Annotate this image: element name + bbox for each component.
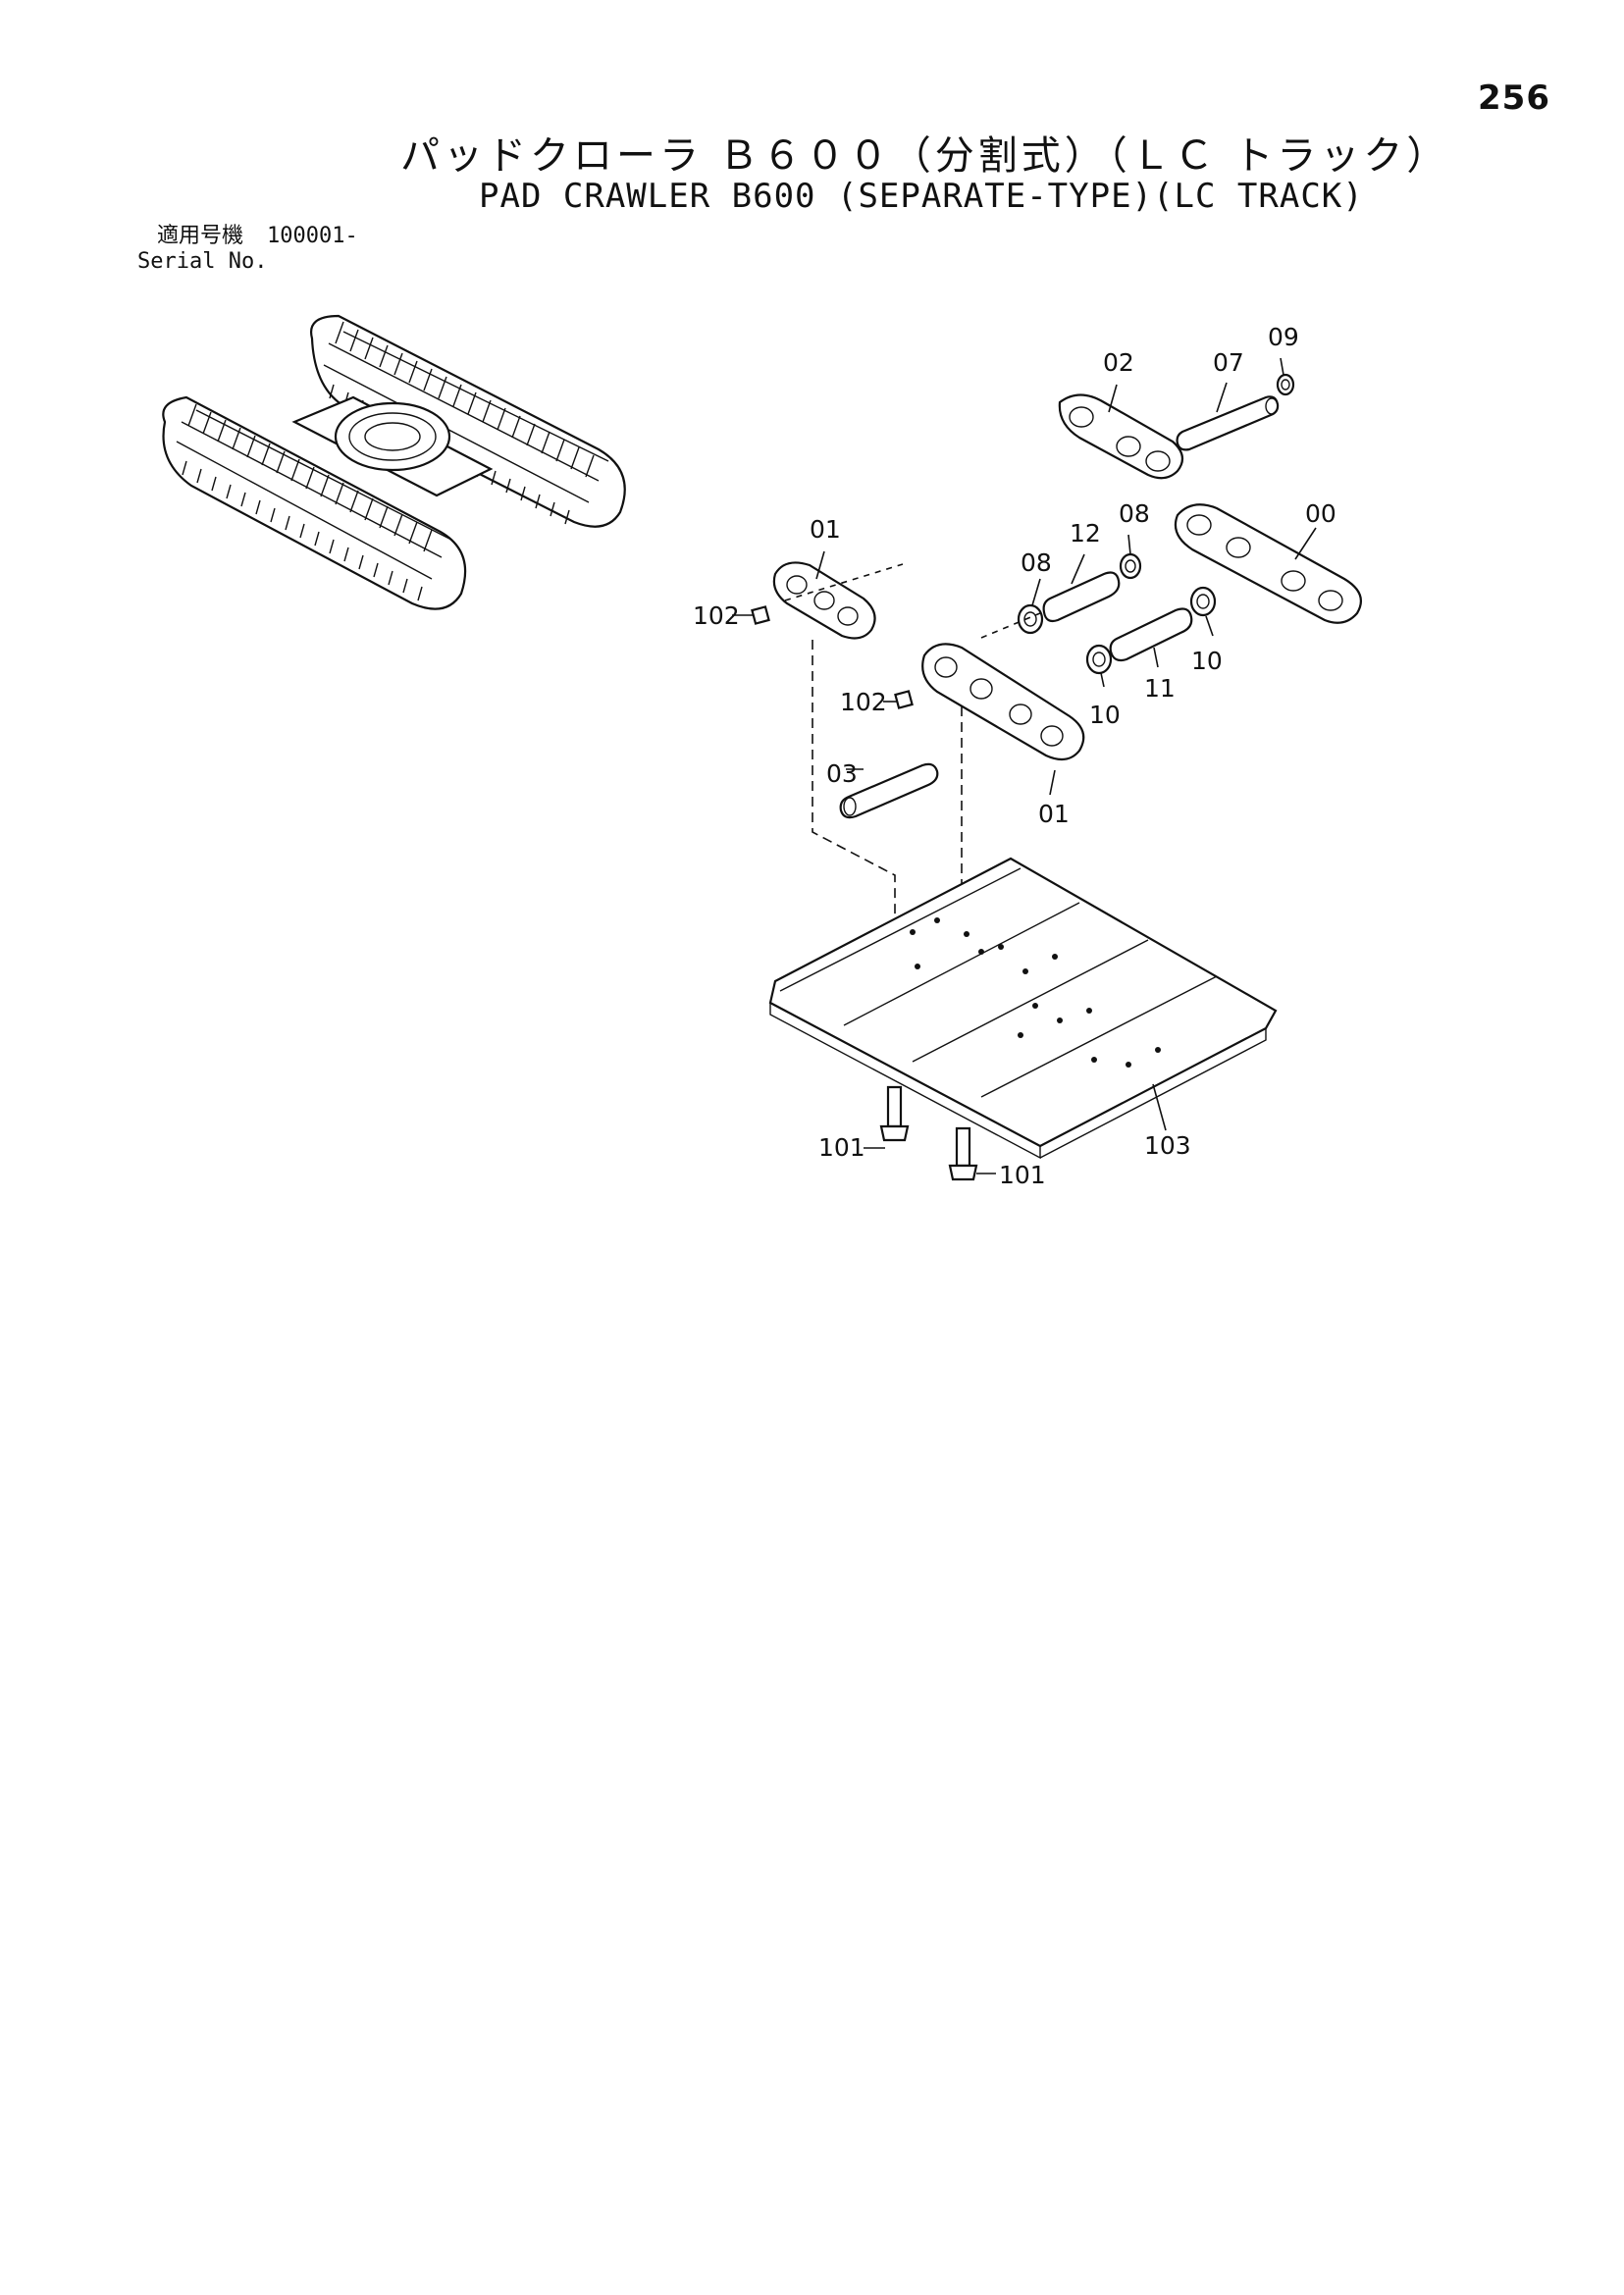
- undercarriage-overview-illustration: [162, 314, 626, 610]
- track-shoe-plates-illustration: [768, 857, 1278, 1181]
- callout-07: 07: [1213, 348, 1244, 377]
- serial-value: 100001-: [267, 224, 358, 248]
- callout-03: 03: [826, 759, 858, 788]
- callout-01: 01: [810, 515, 841, 544]
- page-number: 256: [1478, 78, 1550, 118]
- serial-block: 適用号機 100001- Serial No.: [137, 224, 358, 275]
- serial-label-en: Serial No.: [137, 249, 268, 274]
- callout-00: 00: [1305, 499, 1336, 528]
- callout-12: 12: [1070, 519, 1101, 548]
- callout-09: 09: [1268, 323, 1299, 351]
- callout-10: 10: [1089, 701, 1121, 729]
- page-title-en: PAD CRAWLER B600 (SEPARATE-TYPE)(LC TRAC…: [479, 177, 1364, 216]
- leader-lines: [732, 357, 1317, 1174]
- callout-102: 102: [840, 688, 887, 716]
- callout-102: 102: [693, 601, 740, 630]
- callout-101: 101: [999, 1161, 1046, 1189]
- callout-11: 11: [1144, 674, 1176, 703]
- callout-08: 08: [1021, 548, 1052, 577]
- callout-02: 02: [1103, 348, 1134, 377]
- callout-10: 10: [1191, 647, 1223, 675]
- track-link-assembly-illustration: [751, 373, 1362, 981]
- callout-01: 01: [1038, 800, 1070, 828]
- callout-101: 101: [818, 1133, 865, 1162]
- page-title-jp: パッドクローラ Ｂ６００（分割式）（ＬＣ トラック）: [400, 133, 1450, 179]
- callout-08: 08: [1119, 499, 1150, 528]
- serial-label-jp: 適用号機: [157, 224, 244, 248]
- callout-103: 103: [1144, 1131, 1191, 1160]
